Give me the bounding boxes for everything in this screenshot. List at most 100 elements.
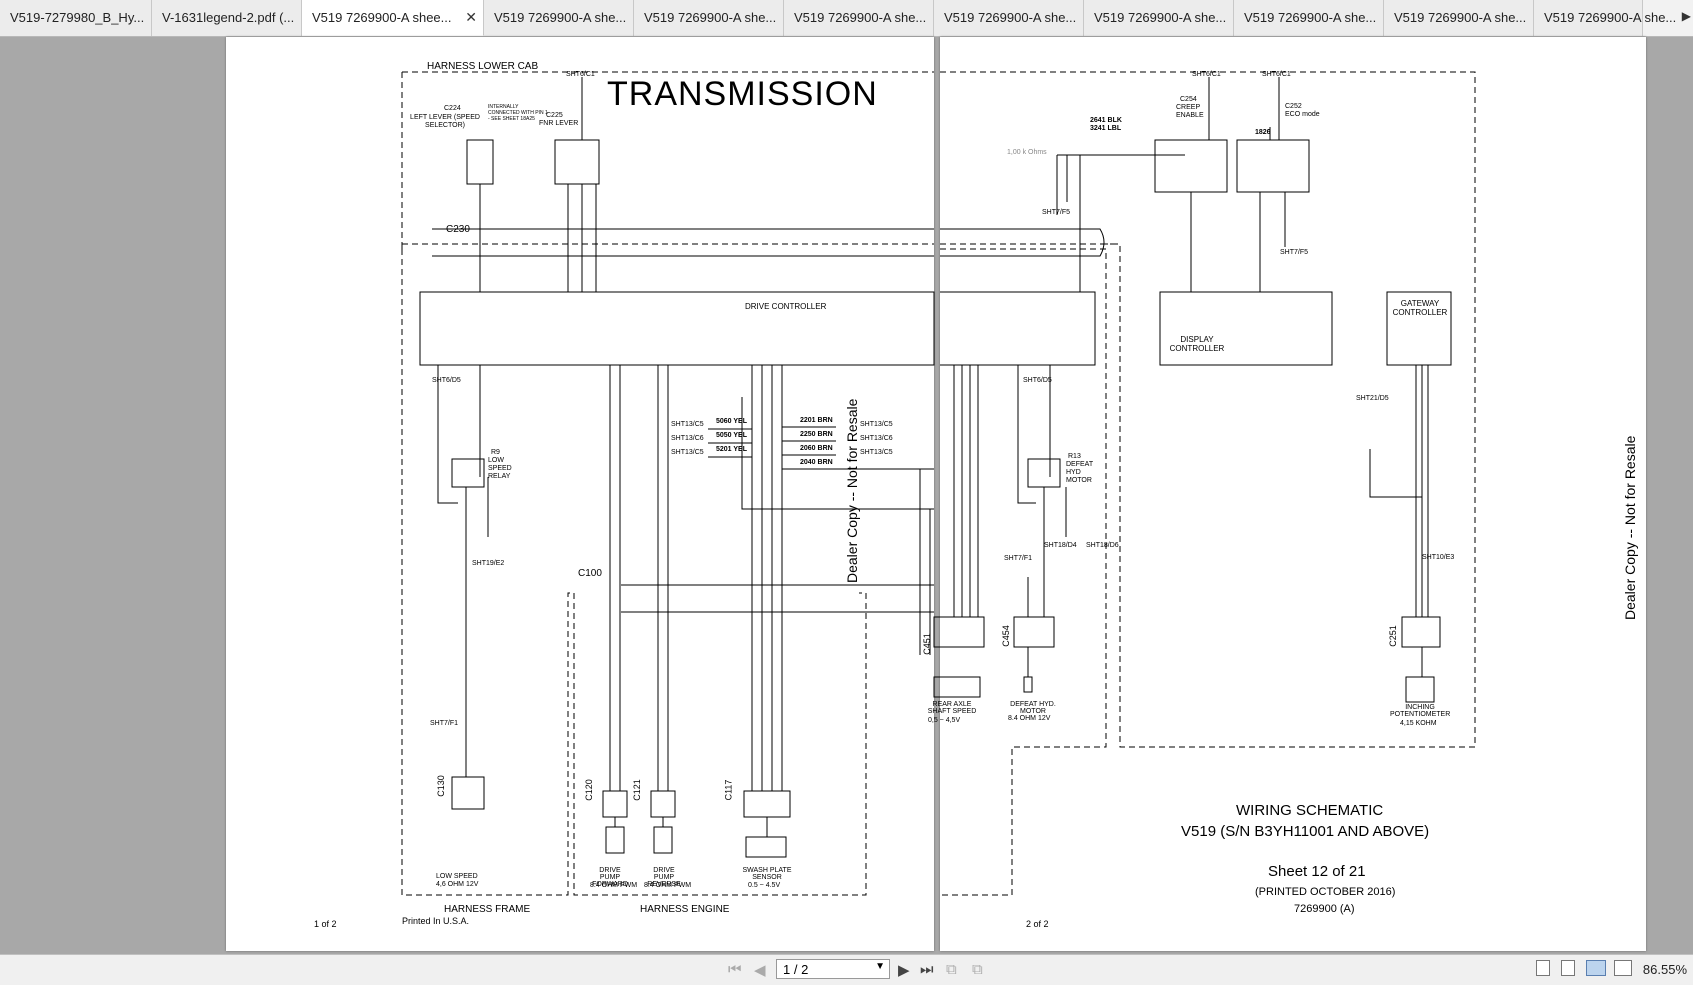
ref-sht18-d4: SHT18/D4 (1044, 542, 1077, 549)
tab-label: V-1631legend-2.pdf (... (162, 10, 295, 25)
wire-2040: 2040 BRN (800, 459, 833, 466)
swash-plate-spec: 0.5 ~ 4.5V (748, 882, 781, 889)
tab-label: V519 7269900-A she... (1394, 10, 1527, 25)
previous-page-icon[interactable]: ◀ (754, 962, 766, 979)
r13-desc: DEFEAT HYD MOTOR (1066, 461, 1093, 484)
sheet-number: Sheet 12 of 21 (1268, 863, 1366, 880)
ref-sht13-c5: SHT13/C5 (671, 421, 704, 428)
c224-desc: LEFT LEVER (SPEED SELECTOR) (410, 114, 480, 129)
printed-date: (PRINTED OCTOBER 2016) (1255, 886, 1396, 898)
first-page-icon[interactable]: ⏮ (728, 961, 742, 978)
tab-document-1[interactable]: V519-7279980_B_Hy... (0, 0, 152, 36)
r9-desc: LOW SPEED RELAY (488, 457, 512, 480)
ref-sht18-d6: SHT18/D6 (1086, 542, 1119, 549)
c130-label: C130 (435, 775, 446, 797)
tab-document-11[interactable]: V519 7269900-A she... (1534, 0, 1676, 36)
tab-document-8[interactable]: V519 7269900-A she... (1084, 0, 1234, 36)
pump-forward-spec: 8.4 OHM PWM (590, 882, 638, 889)
zoom-level[interactable]: 86.55% (1642, 962, 1687, 977)
continuous-view-icon[interactable] (1561, 960, 1575, 976)
low-speed-label: LOW SPEED (436, 873, 478, 880)
page-navigation-toolbar: ⏮ ◀ 1 / 2 ▼ ▶ ⏭ ⧉ ⧉ 86.55% (0, 954, 1693, 985)
c451-label: C451 (921, 633, 932, 655)
last-page-icon[interactable]: ⏭ (920, 961, 934, 978)
schematic-right-drawing (933, 71, 1476, 896)
watermark-left: Dealer Copy -- Not for Resale (844, 398, 860, 583)
next-page-icon[interactable]: ▶ (898, 962, 910, 979)
c254-desc: CREEP ENABLE (1176, 104, 1204, 119)
ref-sht21-d5: SHT21/D5 (1356, 395, 1389, 402)
previous-view-icon[interactable]: ⧉ (946, 961, 957, 978)
c224-note: INTERNALLY CONNECTED WITH PIN 1 - SEE SH… (488, 104, 548, 122)
tab-document-9[interactable]: V519 7269900-A she... (1234, 0, 1384, 36)
ref-sht6-c1: SHT6/C1 (566, 71, 595, 78)
tab-document-5[interactable]: V519 7269900-A she... (634, 0, 784, 36)
low-speed-spec: 4,6 OHM 12V (436, 881, 479, 888)
tab-document-10[interactable]: V519 7269900-A she... (1384, 0, 1534, 36)
wire-1826: 1826 (1255, 129, 1271, 136)
next-view-icon[interactable]: ⧉ (972, 961, 983, 978)
model-serial: V519 (S/N B3YH11001 AND ABOVE) (1181, 823, 1430, 840)
defeat-motor-spec: 8.4 OHM 12V (1008, 715, 1051, 722)
tab-bar: V519-7279980_B_Hy... V-1631legend-2.pdf … (0, 0, 1693, 37)
tab-scroll-right-icon[interactable]: ▶ (1681, 9, 1691, 23)
ref-sht13-c6-b: SHT13/C6 (860, 435, 893, 442)
tab-document-2[interactable]: V-1631legend-2.pdf (... (152, 0, 302, 36)
tab-document-6[interactable]: V519 7269900-A she... (784, 0, 934, 36)
resistor-label: 1,00 k Ohms (1007, 149, 1047, 156)
tab-label: V519 7269900-A she... (1544, 10, 1677, 25)
tab-document-3[interactable]: V519 7269900-A shee... ✕ (302, 0, 484, 36)
two-page-continuous-view-icon[interactable] (1614, 960, 1632, 976)
wire-2201: 2201 BRN (800, 417, 833, 424)
close-tab-icon[interactable]: ✕ (465, 9, 477, 25)
pdf-page-1: TRANSMISSION HARNESS LOWER CAB C224 LEFT… (226, 37, 935, 951)
c225-label: C225 (546, 112, 563, 119)
two-page-view-icon[interactable] (1586, 960, 1606, 976)
wire-2060: 2060 BRN (800, 445, 833, 452)
pump-reverse-label: DRIVE PUMP REVERSE (647, 867, 681, 888)
ref-sht7-f5: SHT7/F5 (1042, 209, 1071, 216)
page-number-left: 1 of 2 (314, 919, 337, 929)
drive-controller-label: DRIVE CONTROLLER (745, 302, 827, 311)
ref-sht7-f1-b: SHT7/F1 (1004, 555, 1033, 562)
harness-lower-cab-label: HARNESS LOWER CAB (427, 61, 539, 72)
pump-reverse-spec: 8.4 OHM PWM (644, 882, 692, 889)
schematic-left-drawing (401, 71, 935, 896)
ref-sht6-d5: SHT6/D5 (432, 377, 461, 384)
defeat-motor-label: DEFEAT HYD. MOTOR (1010, 701, 1056, 715)
tab-label: V519 7269900-A shee... (312, 10, 452, 25)
page-number-value: 1 / 2 (783, 962, 809, 977)
pdf-page-2: SHT6/C1 SHT6/C1 2641 BLK 3241 LBL 1826 C… (922, 37, 1646, 951)
tab-label: V519 7269900-A she... (794, 10, 927, 25)
ref-sht7-f1: SHT7/F1 (430, 720, 459, 727)
tab-label: V519 7269900-A she... (1094, 10, 1227, 25)
tab-label: V519-7279980_B_Hy... (10, 10, 145, 25)
c252-label: C252 (1285, 103, 1302, 110)
tab-label: V519 7269900-A she... (644, 10, 777, 25)
page-dropdown-icon[interactable]: ▼ (875, 961, 885, 972)
c251-label: C251 (1387, 625, 1398, 647)
wire-2250: 2250 BRN (800, 431, 833, 438)
harness-frame-label: HARNESS FRAME (444, 904, 531, 915)
tab-label: V519 7269900-A she... (1244, 10, 1377, 25)
page-number-input[interactable]: 1 / 2 ▼ (776, 959, 890, 979)
document-viewport[interactable]: TRANSMISSION HARNESS LOWER CAB C224 LEFT… (0, 37, 1693, 954)
c120-label: C120 (583, 779, 594, 801)
pump-forward-label: DRIVE PUMP FORWARD (592, 867, 628, 888)
ref-sht13-c5-b: SHT13/C5 (671, 449, 704, 456)
tab-document-7[interactable]: V519 7269900-A she... (934, 0, 1084, 36)
rear-axle-spec: 0,5 ~ 4,5V (928, 717, 961, 724)
ref-sht7-f5-b: SHT7/F5 (1280, 249, 1309, 256)
ref-sht13-c6: SHT13/C6 (671, 435, 704, 442)
wire-3241: 3241 LBL (1090, 125, 1122, 132)
ref-sht13-c5-c: SHT13/C5 (860, 421, 893, 428)
ref-sht6-d5-b: SHT6/D5 (1023, 377, 1052, 384)
wire-5060: 5060 YEL (716, 418, 748, 425)
single-page-view-icon[interactable] (1536, 960, 1550, 976)
tab-document-4[interactable]: V519 7269900-A she... (484, 0, 634, 36)
display-controller-label: DISPLAY CONTROLLER (1169, 335, 1225, 353)
c100-label: C100 (578, 568, 602, 579)
c454-label: C454 (1000, 625, 1011, 647)
r13-label: R13 (1068, 453, 1081, 460)
ref-sht10-e3: SHT10/E3 (1422, 554, 1455, 561)
